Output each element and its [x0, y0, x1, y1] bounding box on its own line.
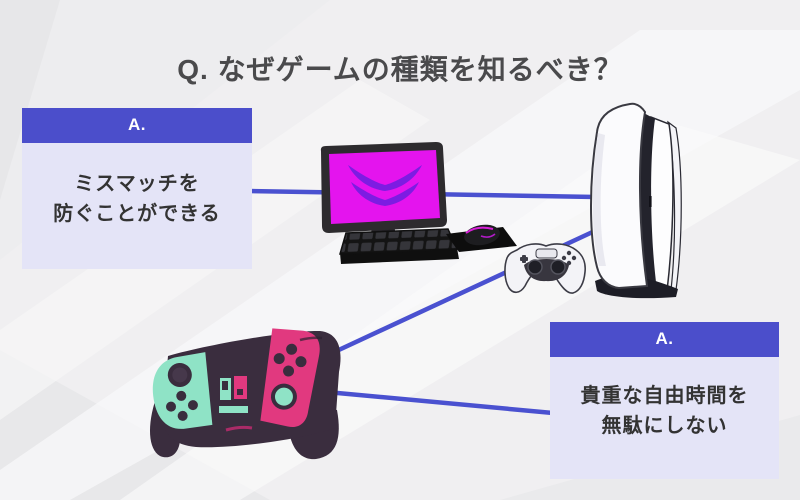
dualsense-buttons [561, 250, 577, 266]
ps5-power-slit [649, 196, 652, 207]
answer-label: A. [22, 108, 252, 143]
ps5-front-panel [590, 102, 649, 290]
answer-text-line: 防ぐことができる [53, 203, 221, 225]
switch-center-icons [219, 376, 248, 413]
dualsense-controller-icon [504, 243, 586, 294]
answer-text: ミスマッチを 防ぐことができる [22, 143, 252, 269]
switch-shadow-streak [299, 336, 323, 342]
answer-text-line: 貴重な自由時間を [580, 385, 749, 407]
answer-card-right: A. 貴重な自由時間を 無駄にしない [550, 322, 779, 479]
gaming-mouse-icon [464, 224, 500, 246]
joycon-right-pink [260, 328, 320, 428]
pc-illustration [320, 142, 517, 264]
page-title: Q. なぜゲームの種類を知るべき？ [177, 54, 623, 85]
ps5-illustration [590, 102, 682, 299]
connector-switch-to-rightcard [302, 387, 556, 416]
answer-card-left: A. ミスマッチを 防ぐことができる [22, 108, 252, 269]
ps5-panel-shading [592, 133, 606, 266]
wing-logo-icon [348, 165, 422, 206]
keyboard-icon [338, 228, 459, 255]
dualsense-dpad [520, 255, 528, 263]
answer-text: 貴重な自由時間を 無駄にしない [550, 357, 779, 479]
joycon-left-teal [152, 352, 213, 429]
answer-text-line: ミスマッチを [74, 173, 200, 195]
switch-accent-streak [225, 425, 253, 432]
switch-illustration [150, 328, 341, 460]
answer-label: A. [550, 322, 779, 357]
answer-text-line: 無駄にしない [601, 415, 728, 437]
